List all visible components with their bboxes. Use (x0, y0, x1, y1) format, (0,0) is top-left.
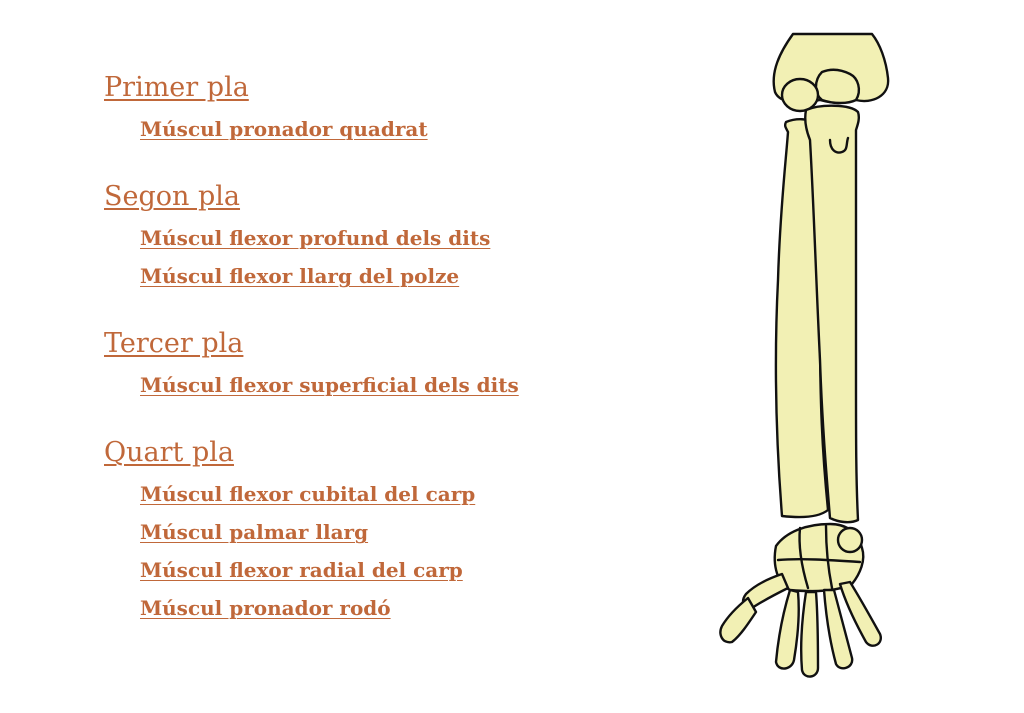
carpal-divider (798, 526, 810, 590)
muscle-link-item: Múscul flexor llarg del polze (140, 257, 704, 295)
forearm-bones-illustration (719, 32, 890, 678)
muscle-link-item: Múscul pronador quadrat (140, 110, 704, 148)
finger-ring-shape (822, 588, 854, 670)
section-items: Múscul flexor cubital del carp Múscul pa… (104, 475, 704, 627)
section-tercer-pla: Tercer pla Múscul flexor superficial del… (104, 322, 704, 404)
section-quart-pla: Quart pla Múscul flexor cubital del carp… (104, 431, 704, 627)
muscle-link[interactable]: Múscul pronador rodó (140, 596, 391, 620)
carpal-divider (776, 557, 862, 564)
ulna-shape (804, 104, 861, 524)
muscle-link[interactable]: Múscul palmar llarg (140, 520, 369, 544)
thumb-phalanx-shape (719, 596, 758, 644)
ulna-notch-line (828, 136, 850, 154)
muscle-link[interactable]: Múscul flexor superficial dels dits (140, 373, 519, 397)
section-items: Múscul flexor superficial dels dits (104, 366, 704, 404)
section-title-link[interactable]: Tercer pla (104, 328, 244, 359)
muscle-link-item: Múscul flexor cubital del carp (140, 475, 704, 513)
finger-little-shape (838, 580, 882, 647)
muscle-link-item: Múscul pronador rodó (140, 589, 704, 627)
muscle-link[interactable]: Múscul flexor profund dels dits (140, 226, 491, 250)
section-items: Múscul flexor profund dels dits Múscul f… (104, 219, 704, 295)
trochlea-shape (814, 68, 861, 105)
muscle-link[interactable]: Múscul flexor radial del carp (140, 558, 463, 582)
carpal-divider (824, 524, 834, 590)
section-primer-pla: Primer pla Múscul pronador quadrat (104, 66, 704, 148)
muscle-layer-menu: Primer pla Múscul pronador quadrat Segon… (104, 66, 704, 654)
finger-middle-shape (800, 590, 820, 678)
muscle-link[interactable]: Múscul flexor llarg del polze (140, 264, 460, 288)
muscle-link-item: Múscul flexor profund dels dits (140, 219, 704, 257)
finger-index-shape (774, 588, 800, 670)
muscle-link[interactable]: Múscul flexor cubital del carp (140, 482, 476, 506)
section-title-link[interactable]: Segon pla (104, 181, 241, 212)
radial-head-shape (780, 77, 820, 113)
pisiform-shape (836, 526, 864, 554)
muscle-link-item: Múscul flexor superficial dels dits (140, 366, 704, 404)
section-segon-pla: Segon pla Múscul flexor profund dels dit… (104, 175, 704, 295)
muscle-link-item: Múscul flexor radial del carp (140, 551, 704, 589)
section-items: Múscul pronador quadrat (104, 110, 704, 148)
section-title-link[interactable]: Quart pla (104, 437, 234, 468)
section-title-link[interactable]: Primer pla (104, 72, 249, 103)
muscle-link[interactable]: Múscul pronador quadrat (140, 117, 428, 141)
muscle-link-item: Múscul palmar llarg (140, 513, 704, 551)
